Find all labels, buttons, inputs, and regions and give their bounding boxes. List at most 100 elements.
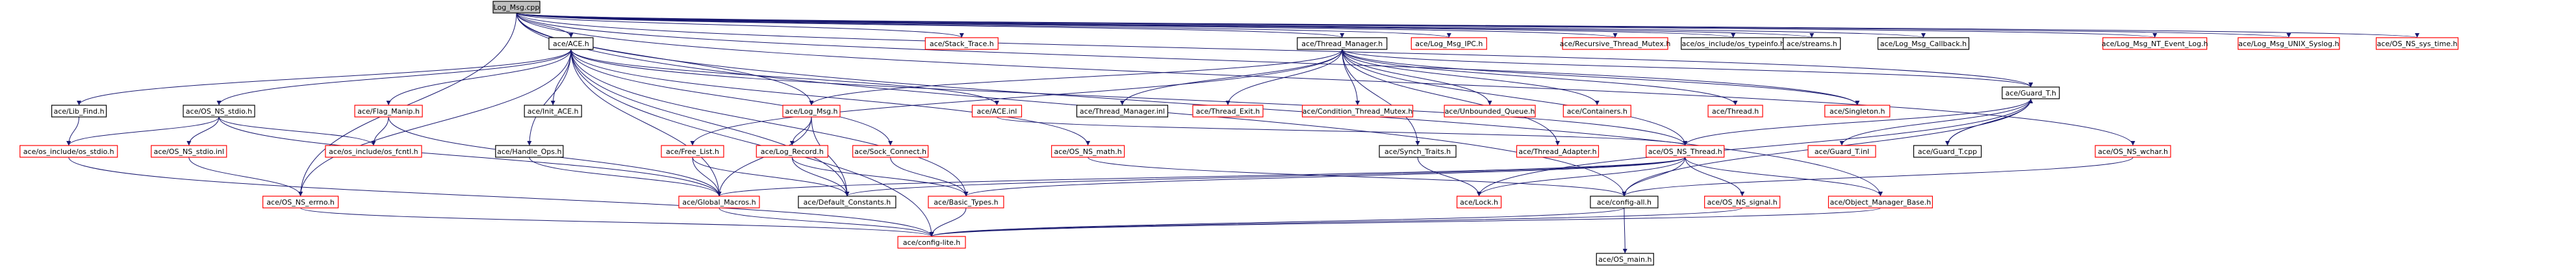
node-log-record[interactable]: ace/Log_Record.h — [756, 145, 828, 158]
node-box — [1051, 145, 1125, 158]
node-sock-connect[interactable]: ace/Sock_Connect.h — [852, 145, 929, 158]
node-os-main[interactable]: ace/OS_main.h — [1596, 253, 1654, 266]
edges-layer — [66, 12, 2419, 254]
node-label: ace/Thread.h — [1712, 107, 1759, 116]
node-box — [1516, 145, 1600, 158]
node-basic-types[interactable]: ace/Basic_Types.h — [928, 196, 1004, 209]
node-typeinfo[interactable]: ace/os_include/os_typeinfo.h — [1681, 37, 1786, 50]
node-object-manager-base[interactable]: ace/Object_Manager_Base.h — [1828, 196, 1933, 209]
node-streams[interactable]: ace/streams.h — [1783, 37, 1841, 50]
node-os-ns-math[interactable]: ace/OS_NS_math.h — [1051, 145, 1125, 158]
node-label: ace/os_include/os_stdio.h — [23, 147, 114, 156]
node-ace-h[interactable]: ace/ACE.h — [548, 37, 594, 50]
node-flag-manip[interactable]: ace/Flag_Manip.h — [354, 105, 423, 118]
node-box — [1379, 145, 1457, 158]
node-label: ace/Unbounded_Queue.h — [1445, 107, 1535, 116]
node-label: ace/OS_NS_errno.h — [266, 198, 335, 207]
edge-ace_h-to-os_ns_errno — [298, 49, 572, 197]
node-label: ace/Lib_Find.h — [54, 107, 105, 116]
edge-thread_manager-to-thread_adapter — [1342, 49, 1560, 146]
node-synch-traits[interactable]: ace/Synch_Traits.h — [1379, 145, 1457, 158]
node-config-lite[interactable]: ace/config-lite.h — [897, 236, 966, 249]
node-stdio-inl[interactable]: ace/OS_NS_stdio.inl — [151, 145, 227, 158]
edge-root-to-guard_t — [516, 12, 2033, 88]
node-label: ace/ACE.h — [553, 40, 589, 48]
node-box — [151, 145, 227, 158]
node-box — [1913, 145, 1982, 158]
node-containers[interactable]: ace/Containers.h — [1562, 105, 1631, 118]
node-unbounded-queue[interactable]: ace/Unbounded_Queue.h — [1444, 105, 1536, 118]
node-log-msg-callback[interactable]: ace/Log_Msg_Callback.h — [1877, 37, 1970, 50]
node-lib-find[interactable]: ace/Lib_Find.h — [51, 105, 107, 118]
node-guard-t-inl[interactable]: ace/Guard_T.inl — [1807, 145, 1876, 158]
node-os-fcntl[interactable]: ace/os_include/os_fcntl.h — [325, 145, 422, 158]
edge-synch_traits-to-lock_h — [1417, 157, 1482, 197]
edge-thread_manager-to-thread_h — [1342, 49, 1738, 106]
node-thread-exit[interactable]: ace/Thread_Exit.h — [1192, 105, 1264, 118]
node-thread-h[interactable]: ace/Thread.h — [1707, 105, 1763, 118]
node-os-ns-stdio[interactable]: ace/OS_NS_stdio.h — [183, 105, 255, 118]
node-label: ace/Global_Macros.h — [682, 198, 756, 207]
edge-os_ns_stdio-to-os_stdio — [66, 116, 220, 146]
node-label: ace/os_include/os_typeinfo.h — [1682, 40, 1785, 48]
node-os-stdio[interactable]: ace/os_include/os_stdio.h — [19, 145, 118, 158]
node-free-list[interactable]: ace/Free_List.h — [661, 145, 724, 158]
node-global-macros[interactable]: ace/Global_Macros.h — [678, 196, 760, 209]
node-box — [782, 105, 841, 118]
node-default-constants[interactable]: ace/Default_Constants.h — [798, 196, 897, 209]
node-thread-manager[interactable]: ace/Thread_Manager.h — [1297, 37, 1388, 50]
node-singleton[interactable]: ace/Singleton.h — [1824, 105, 1891, 118]
node-label: ace/Handle_Ops.h — [497, 147, 561, 156]
node-label: ace/os_include/os_fcntl.h — [329, 147, 418, 156]
edge-os_ns_stdio-to-os_fcntl — [218, 116, 376, 146]
edge-log_record-to-default_constants — [791, 157, 850, 197]
node-box — [756, 145, 828, 158]
edge-root-to-unix_syslog — [516, 12, 2291, 38]
node-box — [1192, 105, 1264, 118]
edge-thread_manager-to-containers — [1342, 49, 1600, 106]
node-guard-t-cpp[interactable]: ace/Guard_T.cpp — [1913, 145, 1982, 158]
node-wchar[interactable]: ace/OS_NS_wchar.h — [2095, 145, 2171, 158]
node-tm-inl[interactable]: ace/Thread_Manager.inl — [1076, 105, 1169, 118]
edge-ace_inl-to-os_ns_thread — [996, 116, 1687, 146]
node-config-all[interactable]: ace/config-all.h — [1590, 196, 1659, 209]
node-stack-trace[interactable]: ace/Stack_Trace.h — [925, 37, 999, 50]
node-ns-signal[interactable]: ace/OS_NS_signal.h — [1704, 196, 1781, 209]
node-handle-ops[interactable]: ace/Handle_Ops.h — [495, 145, 564, 158]
node-os-ns-errno[interactable]: ace/OS_NS_errno.h — [262, 196, 339, 209]
edge-os_ns_thread-to-object_manager_base — [1685, 157, 1883, 197]
node-recursive-mutex[interactable]: ace/Recursive_Thread_Mutex.h — [1560, 37, 1671, 50]
edge-os_ns_math-to-config_all — [1088, 157, 1627, 197]
node-label: ace/Lock.h — [1460, 198, 1498, 207]
node-label: ace/Guard_T.cpp — [1918, 147, 1977, 156]
node-guard-t[interactable]: ace/Guard_T.h — [2002, 86, 2060, 99]
edge-root-to-stack_trace — [516, 12, 964, 38]
node-condition[interactable]: ace/Condition_Thread_Mutex.h — [1301, 105, 1414, 118]
node-box — [1783, 37, 1841, 50]
node-box — [1707, 105, 1763, 118]
node-init-ace[interactable]: ace/Init_ACE.h — [524, 105, 582, 118]
node-box — [661, 145, 724, 158]
node-label: ace/Recursive_Thread_Mutex.h — [1560, 40, 1671, 48]
node-label: ace/Stack_Trace.h — [930, 40, 994, 48]
node-sys-time[interactable]: ace/OS_NS_sys_time.h — [2375, 37, 2459, 50]
node-label: ace/OS_NS_math.h — [1054, 147, 1121, 156]
node-os-ns-thread[interactable]: ace/OS_NS_Thread.h — [1646, 145, 1725, 158]
node-lock-h[interactable]: ace/Lock.h — [1456, 196, 1502, 209]
node-thread-adapter[interactable]: ace/Thread_Adapter.h — [1516, 145, 1600, 158]
edge-os_ns_errno-to-config_lite — [300, 207, 934, 237]
edge-thread_manager-to-free_list — [690, 49, 1343, 146]
node-nt-event-log[interactable]: ace/Log_Msg_NT_Event_Log.h — [2102, 37, 2208, 50]
node-unix-syslog[interactable]: ace/Log_Msg_UNIX_Syslog.h — [2238, 37, 2340, 50]
node-box — [678, 196, 760, 209]
node-label: ace/OS_NS_wchar.h — [2098, 147, 2168, 156]
edge-guard_t_cpp-to-guard_t — [1947, 98, 2034, 146]
edge-thread_manager-to-unbounded_queue — [1342, 49, 1492, 106]
node-box — [354, 105, 423, 118]
node-ace-inl[interactable]: ace/ACE.inl — [971, 105, 1023, 118]
node-log-msg-ipc[interactable]: ace/Log_Msg_IPC.h — [1410, 37, 1487, 50]
edge-thread_manager-to-tm_inl — [1119, 49, 1343, 106]
node-box — [2002, 86, 2060, 99]
node-log-msg-h[interactable]: ace/Log_Msg.h — [782, 105, 841, 118]
node-root[interactable]: Log_Msg.cpp — [492, 1, 541, 14]
